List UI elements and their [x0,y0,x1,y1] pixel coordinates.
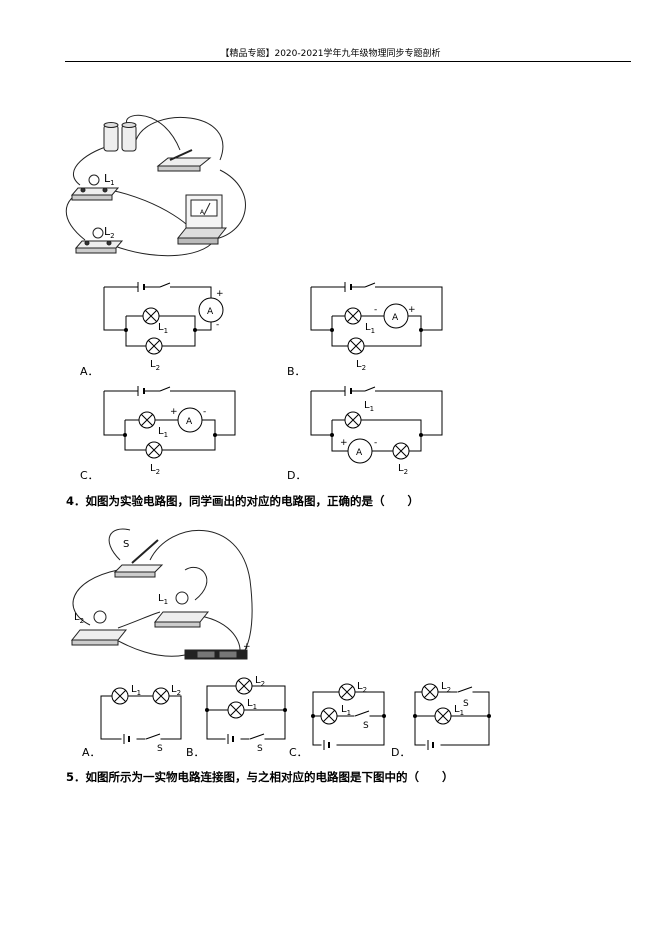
svg-text:+: + [243,642,251,652]
q4-option-b-label: B． [186,746,205,759]
q4-physical-circuit [70,528,253,660]
q4-option-d-diagram [413,683,491,750]
q3-option-c-label: C． [80,469,99,482]
page-header: 【精品专题】2020-2021学年九年级物理同步专题剖析 [220,49,441,59]
q3-option-b-label: B． [287,365,306,378]
q3-option-c-diagram [103,386,236,459]
q3-fig-L2-label: L2 [104,225,115,240]
svg-text:L2: L2 [356,359,366,372]
svg-text:L1: L1 [341,704,351,717]
svg-text:L2: L2 [74,612,84,625]
q4-fig-S-label: S [123,539,129,550]
question-5-text: 如图所示为一实物电路连接图，与之相对应的电路图是下图中的 [85,770,408,784]
svg-text:L1: L1 [158,426,168,439]
svg-text:+: + [408,305,416,315]
q3-fig-ammeter-label: A [200,209,205,216]
q4-option-d-label: D． [391,746,411,759]
svg-text:S: S [363,721,369,731]
q4-option-c-label: C． [289,746,308,759]
q3-option-a-label: A． [80,365,99,378]
svg-text:L2: L2 [255,675,265,688]
svg-text:L2: L2 [150,359,160,372]
svg-text:+: + [170,407,178,417]
svg-text:A: A [186,417,193,427]
header-rule [65,61,631,62]
q3-fig-L1-label: L1 [104,172,115,187]
q3-option-a-diagram [103,282,224,355]
svg-text:S: S [257,744,263,754]
svg-text:A: A [392,313,399,323]
svg-text:L1: L1 [158,322,168,335]
svg-text:S: S [157,744,163,754]
svg-text:L1: L1 [131,684,141,697]
svg-text:+: + [216,289,224,299]
svg-text:L2: L2 [398,463,408,476]
svg-text:L1: L1 [454,704,464,717]
svg-text:S: S [463,699,469,709]
q3-option-b-diagram [310,282,443,355]
svg-text:L2: L2 [171,684,181,697]
svg-text:-: - [374,305,377,315]
svg-text:-: - [216,320,219,330]
question-4: 4．如图为实验电路图，同学画出的对应的电路图，正确的是（ ） [66,493,419,509]
q4-option-b-diagram [205,677,287,744]
svg-text:L1: L1 [247,698,257,711]
question-4-text: 如图为实验电路图，同学画出的对应的电路图，正确的是 [85,494,374,508]
question-4-number: 4． [66,494,86,508]
q3-physical-circuit [65,114,246,257]
svg-text:A: A [356,448,363,458]
svg-text:A: A [207,307,214,317]
q3-option-d-diagram [310,386,443,464]
question-4-bracket: （ ） [373,494,420,508]
q3-option-d-label: D． [287,469,307,482]
question-5-bracket: （ ） [407,770,454,784]
q4-option-c-diagram [311,683,386,750]
svg-text:L1: L1 [158,593,168,606]
q4-option-a-label: A． [82,746,101,759]
svg-text:-: - [203,407,206,417]
svg-text:L1: L1 [364,400,374,413]
svg-text:L1: L1 [365,322,375,335]
svg-text:L2: L2 [150,463,160,476]
question-5: 5．如图所示为一实物电路连接图，与之相对应的电路图是下图中的（ ） [66,769,454,785]
q4-option-a-diagram [100,687,182,744]
svg-text:+: + [340,438,348,448]
svg-text:L2: L2 [357,681,367,694]
question-5-number: 5． [66,770,86,784]
svg-text:L2: L2 [441,681,451,694]
svg-text:-: - [374,438,377,448]
